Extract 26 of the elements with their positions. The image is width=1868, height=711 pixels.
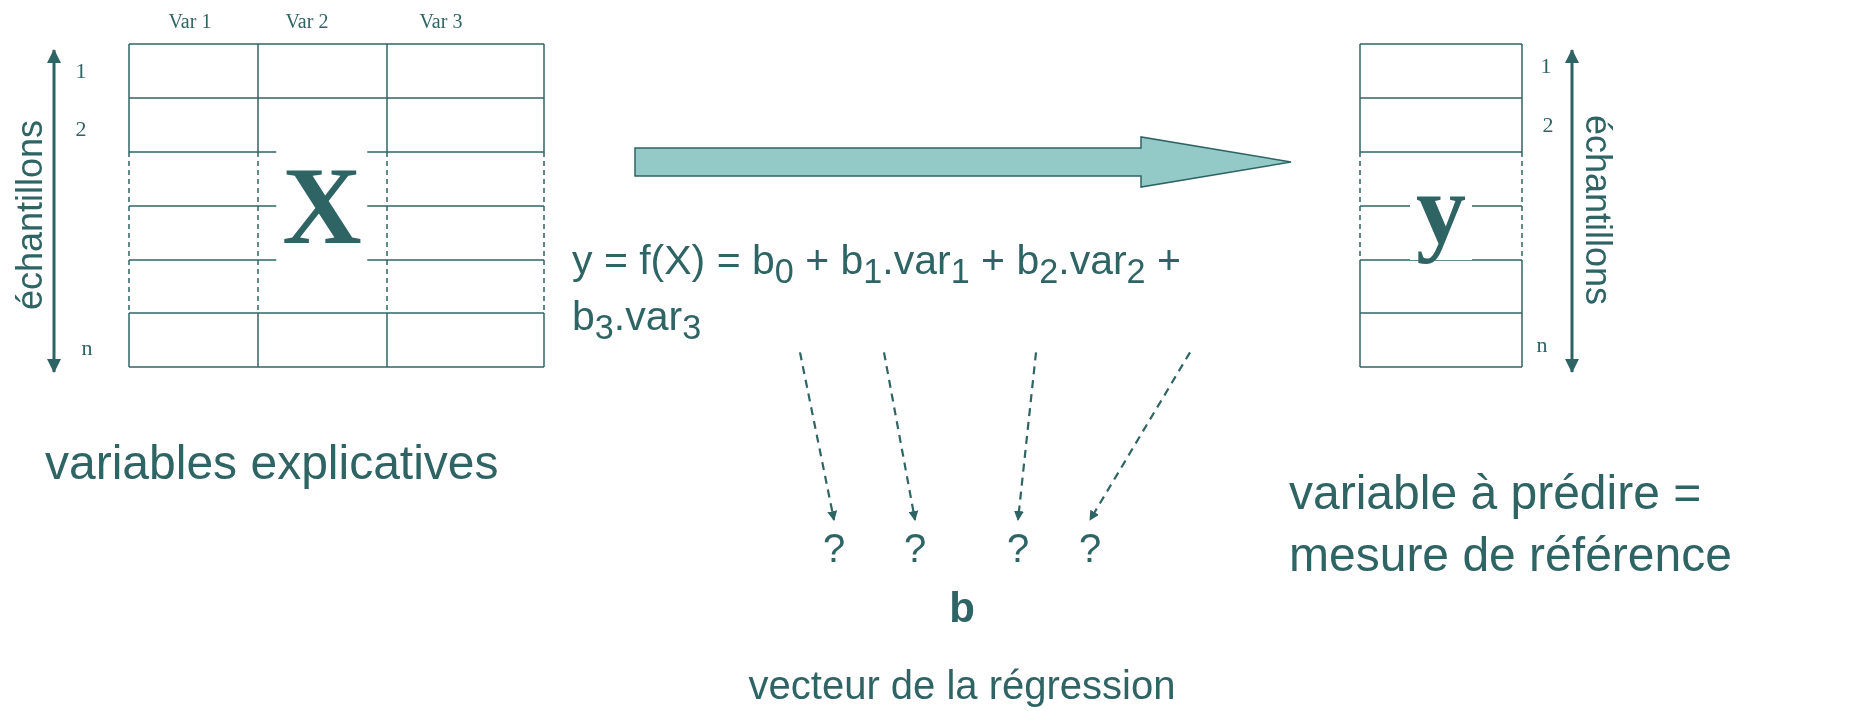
unknown-coefficient: ? (822, 524, 846, 572)
arrow (798, 352, 838, 521)
row-number: 2 (1542, 112, 1554, 138)
row-number: 1 (75, 58, 87, 84)
vector-symbol: b (949, 584, 975, 632)
column-header: Var 3 (419, 10, 463, 32)
arrow (1089, 351, 1191, 521)
row-number: n (81, 335, 93, 361)
row-number: 1 (1540, 53, 1552, 79)
data-table (1359, 43, 1523, 368)
unknown-coefficient: ? (903, 524, 927, 572)
arrow (882, 352, 919, 521)
column-header: Var 1 (168, 10, 212, 32)
row-number: 2 (75, 116, 87, 142)
regression-formula: y = f(X) = b$_{0}$ + b$_{1}$.var$_{1}$ + b$_{2}$.var$_{2}$ + b$_{3}$.var$_{3}$ (572, 236, 1232, 349)
row-number: n (1536, 332, 1548, 358)
data-table (128, 43, 545, 368)
table-caption: variables explicatives (45, 435, 500, 491)
matrix-letter: X (276, 151, 368, 261)
block-arrow (634, 136, 1292, 188)
arrow (1014, 352, 1038, 521)
table-caption: variable à prédire = mesure de référence (1289, 465, 1733, 584)
unknown-coefficient: ? (1078, 524, 1102, 572)
column-header: Var 2 (285, 10, 329, 32)
vector-caption: vecteur de la régression (748, 663, 1176, 707)
unknown-coefficient: ? (1006, 524, 1030, 572)
